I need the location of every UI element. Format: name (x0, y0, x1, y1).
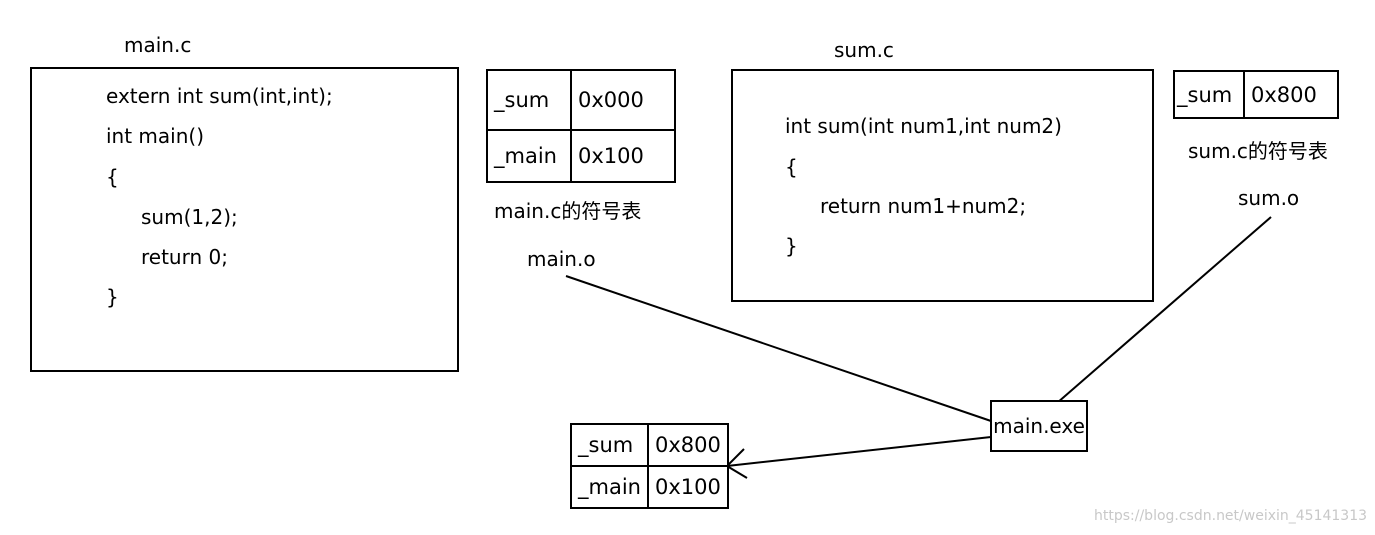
main-exe-box: main.exe (990, 400, 1088, 452)
table-row: _sum 0x800 (1173, 70, 1339, 119)
sum-symtab-caption: sum.c的符号表 (1188, 139, 1328, 163)
symbol-addr-cell: 0x800 (646, 423, 729, 467)
table-row: _main 0x100 (570, 465, 729, 509)
code-line: } (106, 285, 119, 309)
table-row: _sum 0x000 (486, 69, 676, 131)
sum-c-code-box: int sum(int num1,int num2) { return num1… (731, 69, 1154, 302)
symbol-name-cell: _main (570, 465, 649, 509)
symbol-name-cell: _sum (570, 423, 649, 467)
main-symtab-caption: main.c的符号表 (494, 199, 642, 223)
symbol-name-cell: _sum (486, 69, 572, 131)
code-line: int main() (106, 124, 205, 148)
code-line: return num1+num2; (820, 194, 1027, 218)
main-exe-label: main.exe (993, 414, 1085, 438)
code-line: sum(1,2); (141, 205, 238, 229)
symbol-name-cell: _main (486, 129, 572, 183)
sum-c-title: sum.c (834, 38, 894, 62)
code-line: { (106, 165, 119, 189)
main-symbol-table: _sum 0x000 _main 0x100 (486, 69, 676, 183)
table-row: _main 0x100 (486, 129, 676, 183)
code-line: extern int sum(int,int); (106, 84, 333, 108)
code-line: int sum(int num1,int num2) (785, 114, 1062, 138)
main-c-code-box: extern int sum(int,int); int main() { su… (30, 67, 459, 372)
main-c-title: main.c (124, 33, 192, 57)
symbol-name-cell: _sum (1173, 70, 1245, 119)
main-o-label: main.o (527, 247, 596, 271)
watermark: https://blog.csdn.net/weixin_45141313 (1094, 508, 1368, 524)
sum-o-label: sum.o (1238, 186, 1300, 210)
main-o-to-exe-line (565, 275, 992, 422)
table-row: _sum 0x800 (570, 423, 729, 467)
sum-o-to-exe-line (1056, 216, 1272, 404)
sum-symbol-table: _sum 0x800 (1173, 70, 1339, 119)
symbol-addr-cell: 0x100 (646, 465, 729, 509)
symbol-addr-cell: 0x100 (570, 129, 676, 183)
exe-to-linked-table-line (726, 436, 992, 467)
linked-symbol-table: _sum 0x800 _main 0x100 (570, 423, 729, 509)
code-line: { (785, 155, 798, 179)
symbol-addr-cell: 0x800 (1243, 70, 1339, 119)
code-line: return 0; (141, 245, 228, 269)
symbol-addr-cell: 0x000 (570, 69, 676, 131)
code-line: } (785, 234, 798, 258)
